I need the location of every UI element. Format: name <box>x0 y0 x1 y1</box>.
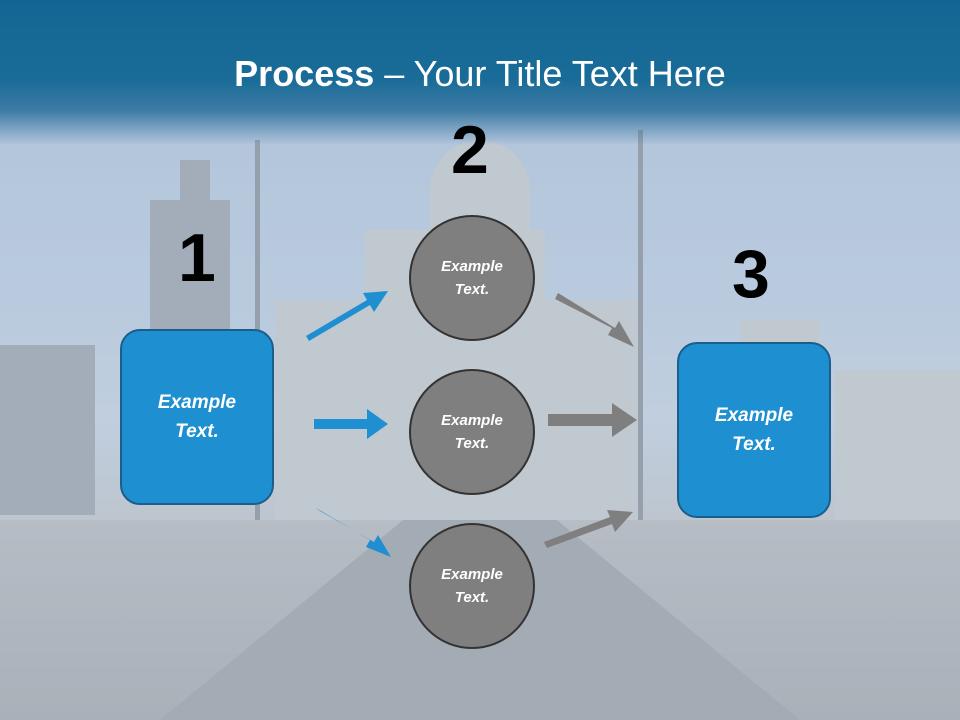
circle-bottom-text-line2: Text. <box>454 589 490 606</box>
blue-arrows <box>306 291 391 557</box>
arrow-from-middle-circle <box>548 403 637 437</box>
step-3-text-line1: Example <box>714 405 794 426</box>
step-1-box[interactable]: Example Text. <box>120 329 274 505</box>
circle-top-text-line2: Text. <box>454 281 490 298</box>
arrow-from-bottom-circle <box>544 510 633 548</box>
title-banner <box>0 0 960 145</box>
title-rest: – Your Title Text Here <box>374 53 726 94</box>
arrow-to-middle-circle <box>314 409 388 439</box>
step-2-number: 2 <box>451 112 489 188</box>
arrow-from-top-circle <box>555 293 634 347</box>
arrow-to-top-circle <box>306 291 388 341</box>
circle-bottom[interactable]: Example Text. <box>409 523 535 649</box>
circle-top-text-line1: Example <box>441 258 503 275</box>
step-3-box[interactable]: Example Text. <box>677 342 831 518</box>
gray-arrows <box>544 293 637 548</box>
title-bold: Process <box>234 53 375 94</box>
circle-top[interactable]: Example Text. <box>409 215 535 341</box>
step-1-text-line1: Example <box>157 392 237 413</box>
circle-bottom-text-line1: Example <box>441 566 503 583</box>
step-3-text-line2: Text. <box>732 434 776 455</box>
step-3-number: 3 <box>732 236 770 312</box>
step-1-text-line2: Text. <box>175 421 219 442</box>
circle-middle[interactable]: Example Text. <box>409 369 535 495</box>
slide-title: Process – Your Title Text Here <box>0 52 960 96</box>
circle-middle-text-line2: Text. <box>454 435 490 452</box>
circle-middle-text-line1: Example <box>441 412 503 429</box>
step-1-number: 1 <box>178 220 216 296</box>
arrow-to-bottom-circle <box>316 508 391 557</box>
